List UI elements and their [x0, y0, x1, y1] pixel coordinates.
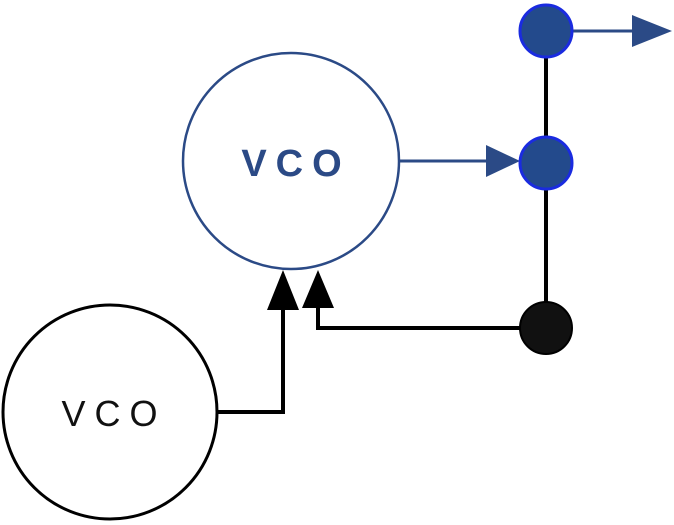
vco-top-node: VCO — [181, 51, 401, 271]
bus-output-arrowhead — [632, 15, 672, 47]
bus-top-dot — [518, 3, 574, 59]
feedback-line — [316, 308, 546, 330]
feedback-arrowhead — [302, 270, 334, 308]
vco-bottom-label: VCO — [61, 393, 166, 434]
control-arrowhead — [267, 270, 299, 310]
vco-output-arrowhead — [486, 145, 520, 177]
bus-middle-dot — [518, 135, 574, 191]
bus-bottom-dot — [519, 301, 573, 355]
vco-top-label: VCO — [241, 143, 350, 185]
vco-bottom-circle — [1, 303, 219, 521]
vco-top-circle — [181, 51, 401, 271]
control-line — [217, 310, 285, 414]
vco-bottom-node: VCO — [1, 303, 219, 521]
